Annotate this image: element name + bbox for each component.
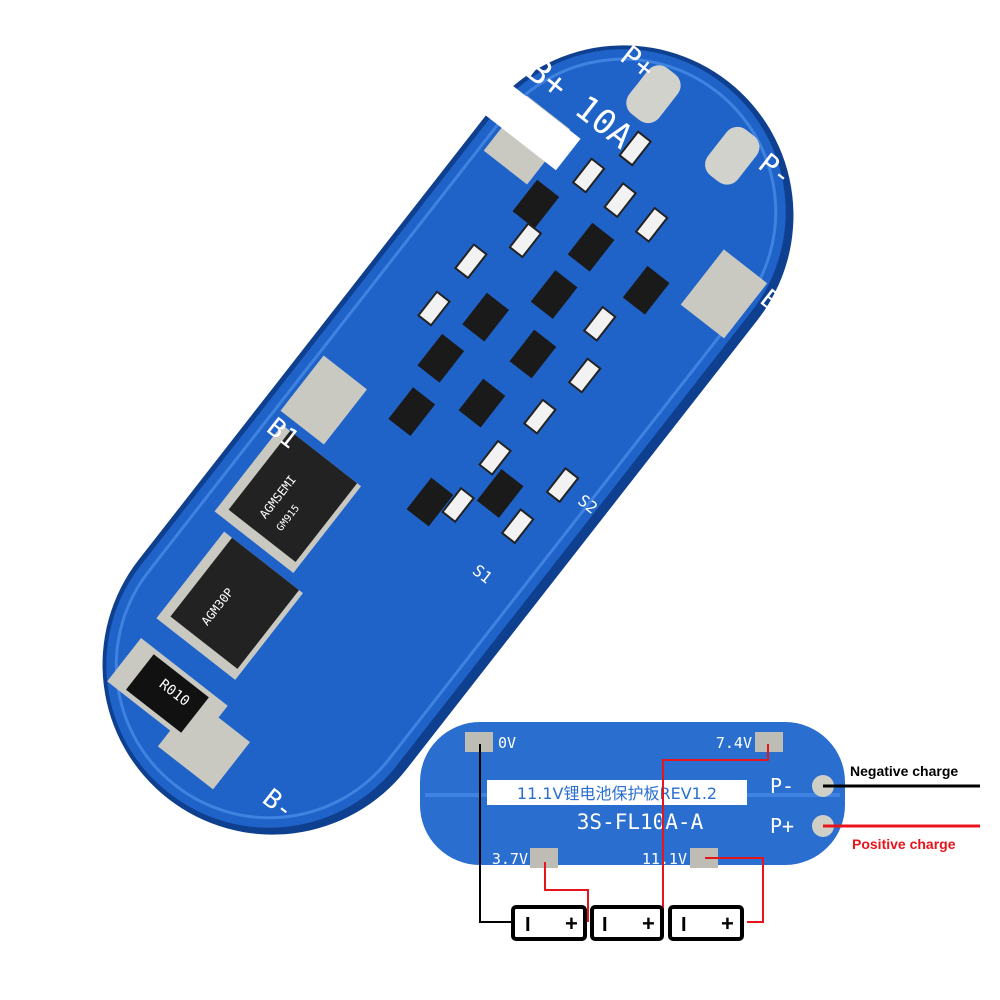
svg-text:I: I	[681, 914, 687, 936]
battery-cell: I +	[511, 905, 587, 941]
svg-text:I: I	[602, 914, 608, 936]
positive-charge-label: Positive charge	[852, 836, 956, 852]
label-3-7v: 3.7V	[492, 850, 528, 868]
title-label	[462, 66, 581, 171]
svg-text:I: I	[525, 914, 531, 936]
wire-0v	[479, 744, 512, 923]
smd-components	[388, 179, 670, 527]
battery-cell: I +	[668, 905, 744, 941]
board-title: 11.1V锂电池保护板REV1.2	[517, 784, 717, 803]
pad-b1	[280, 355, 367, 445]
board-title-box	[487, 780, 747, 805]
bms-board-photo: AGMSEMI GM915 AGM30P R010	[102, 39, 799, 835]
pad-p-plus	[626, 65, 681, 124]
label-p-plus: P+	[770, 814, 794, 838]
board-model: 3S-FL10A-A	[577, 810, 704, 834]
wire-7-4v	[662, 744, 769, 922]
pad-p-minus	[705, 126, 760, 185]
label-11-1v: 11.1V	[642, 850, 687, 868]
battery-cell: I +	[590, 905, 664, 941]
label-0v: 0V	[498, 734, 516, 752]
svg-text:+: +	[565, 911, 578, 936]
resistors	[417, 130, 669, 545]
wiring-diagram: 11.1V锂电池保护板REV1.2 3S-FL10A-A 0V 7.4V 3.7…	[420, 722, 980, 941]
wire-3-7v	[544, 862, 589, 922]
label-p-minus: P-	[770, 774, 794, 798]
negative-charge-label: Negative charge	[850, 763, 958, 779]
svg-text:+: +	[642, 911, 655, 936]
mosfet-chip: AGMSEMI GM915	[214, 424, 362, 573]
pad-b2	[680, 249, 768, 339]
wire-11-1v	[705, 857, 764, 923]
svg-text:+: +	[721, 911, 734, 936]
label-7-4v: 7.4V	[716, 734, 752, 752]
shunt-resistor: R010	[107, 637, 228, 750]
mosfet-chip: AGM30P	[156, 531, 303, 680]
